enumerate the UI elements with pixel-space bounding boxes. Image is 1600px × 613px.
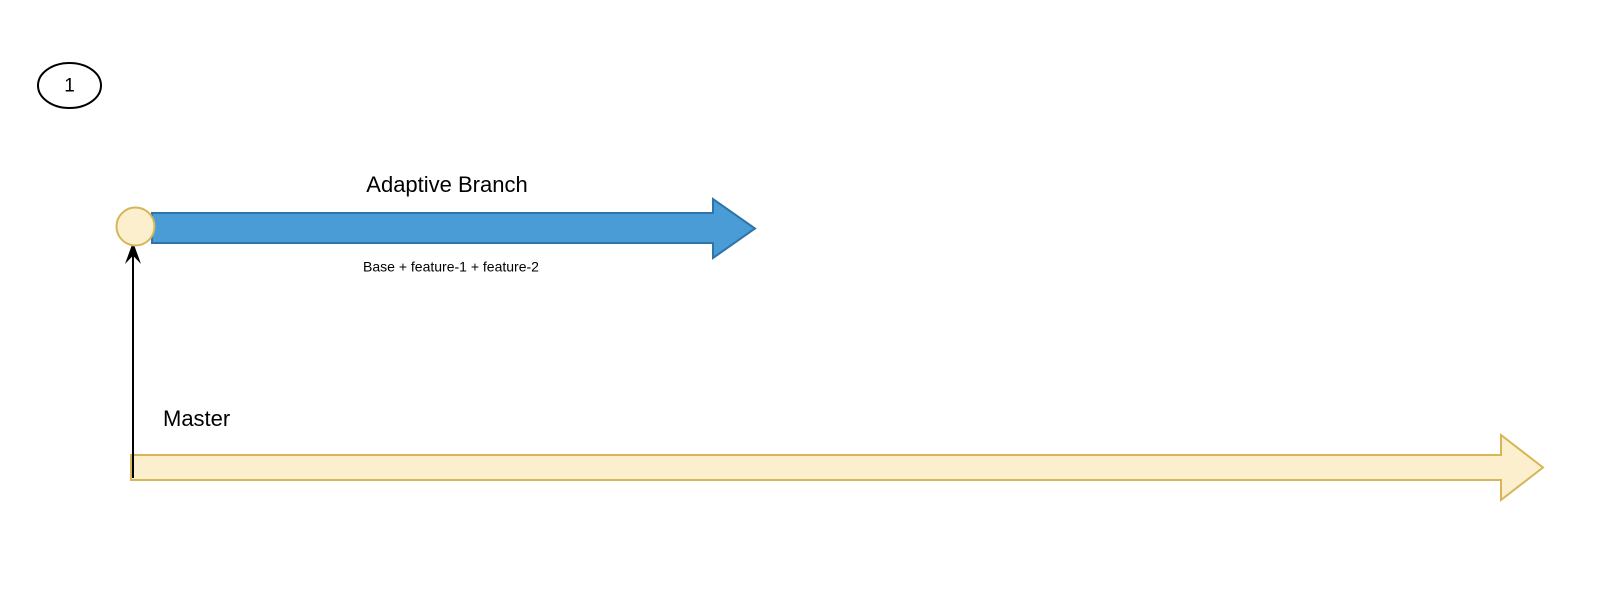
master-branch-arrow[interactable] [130, 432, 1545, 503]
step-number-label: 1 [64, 76, 75, 97]
step-number-badge [37, 62, 102, 109]
branch-point-node[interactable] [115, 206, 156, 247]
adaptive-branch-subtitle: Base + feature-1 + feature-2 [363, 259, 539, 275]
master-to-branch-arrowhead-icon [125, 242, 141, 264]
master-branch-title: Master [163, 406, 230, 431]
adaptive-branch-title: Adaptive Branch [366, 172, 527, 197]
adaptive-branch-arrow[interactable] [151, 197, 757, 260]
